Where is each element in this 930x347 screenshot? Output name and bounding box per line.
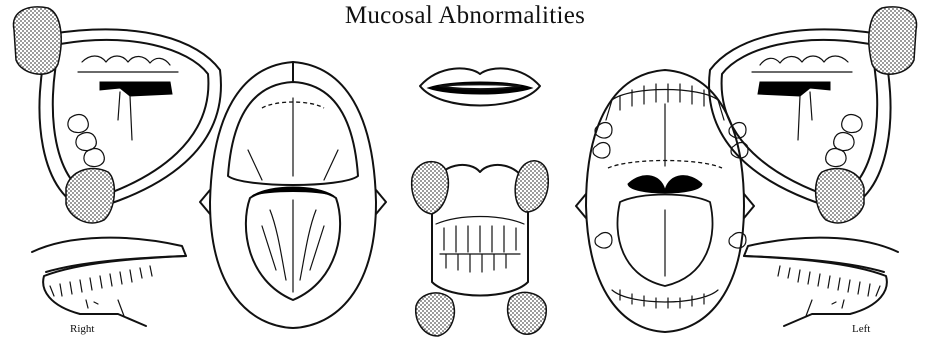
left-buccal-view — [709, 7, 916, 223]
lips-view — [420, 68, 540, 105]
left-floor-view — [744, 238, 898, 326]
right-side-label: Right — [70, 323, 94, 335]
retractor-center-upper-left — [412, 162, 449, 214]
left-side-label: Left — [852, 323, 870, 335]
retractor-center-lower-left — [416, 293, 455, 336]
right-buccal-view — [13, 7, 220, 223]
right-floor-view — [32, 238, 186, 326]
retractor-center-lower-right — [508, 292, 547, 334]
floor-view — [576, 70, 754, 332]
retractor-lower-right — [816, 169, 864, 223]
retractor-center-upper-right — [515, 161, 548, 212]
labial-view — [412, 161, 549, 336]
diagram-title: Mucosal Abnormalities — [0, 2, 930, 30]
palate-view — [200, 62, 386, 328]
retractor-lower-left — [66, 169, 114, 223]
